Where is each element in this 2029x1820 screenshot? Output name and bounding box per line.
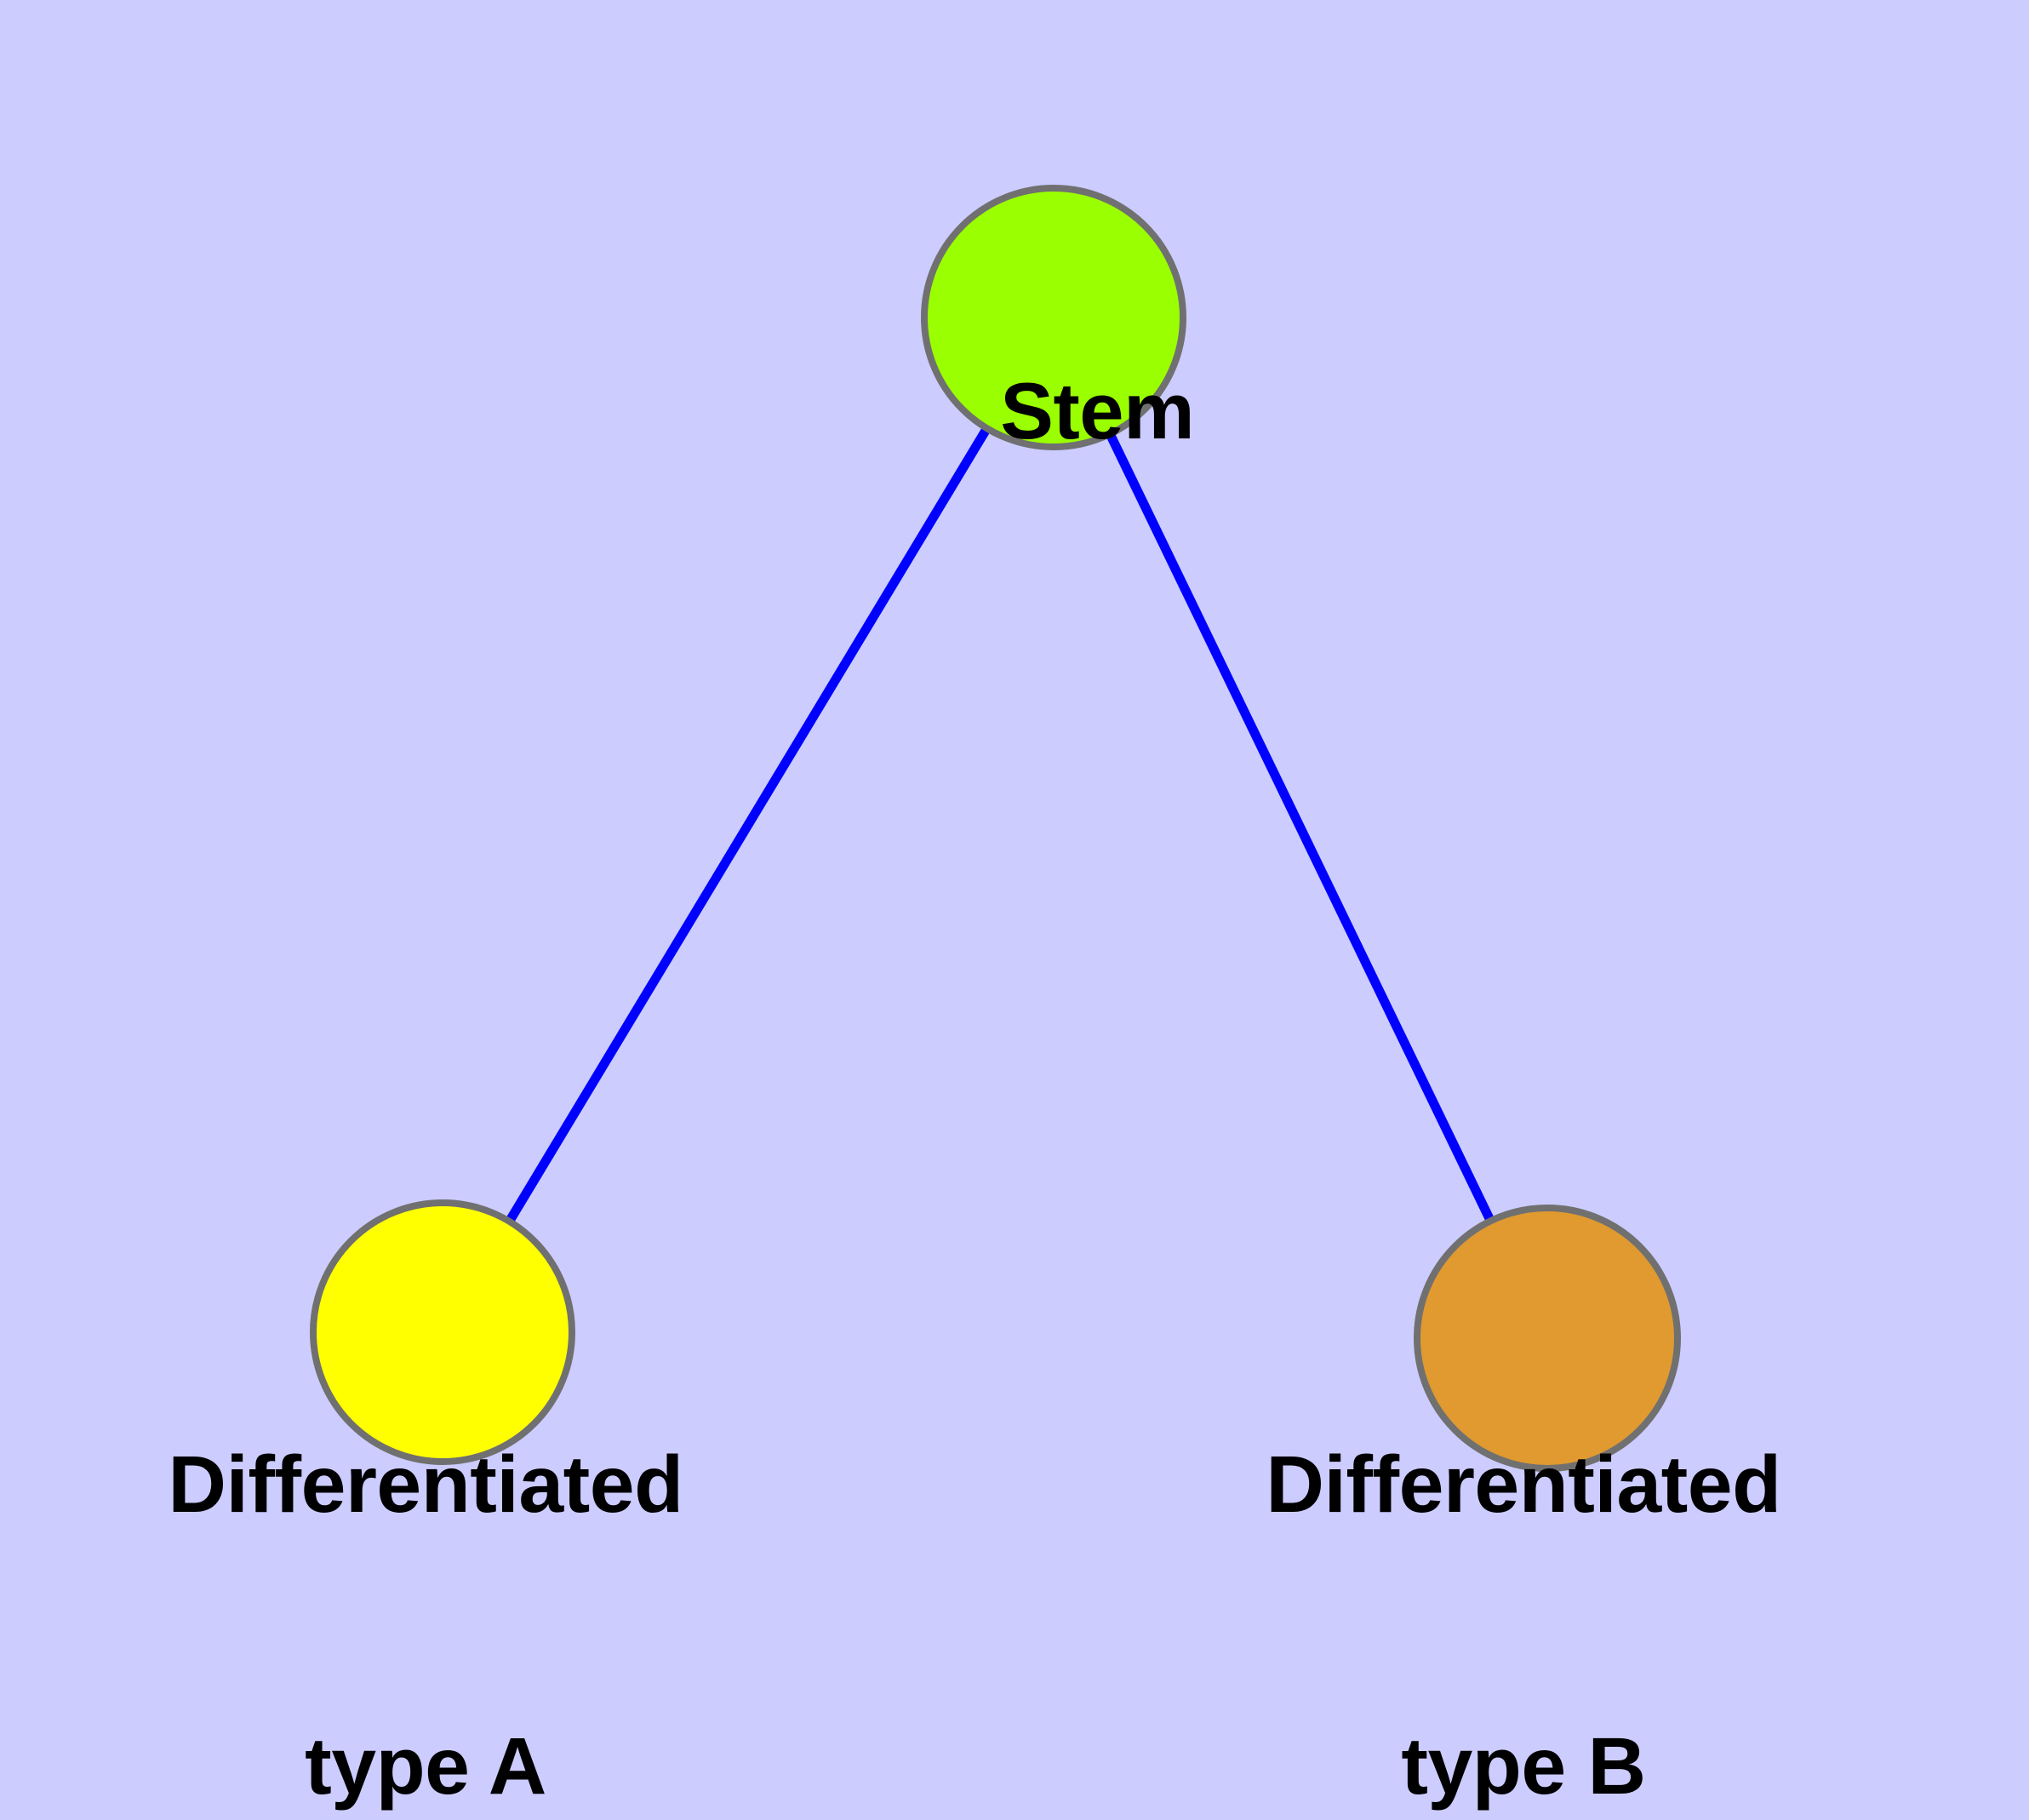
edge-group — [438, 315, 1552, 1341]
node-differentiated-type-a[interactable] — [310, 1199, 575, 1465]
node-stem[interactable] — [921, 185, 1186, 450]
edge-stem-to-differentiated-type-a — [438, 315, 1058, 1335]
node-differentiated-type-b[interactable] — [1414, 1205, 1681, 1472]
edge-stem-to-differentiated-type-b — [1049, 315, 1552, 1341]
node-group — [310, 185, 1681, 1472]
